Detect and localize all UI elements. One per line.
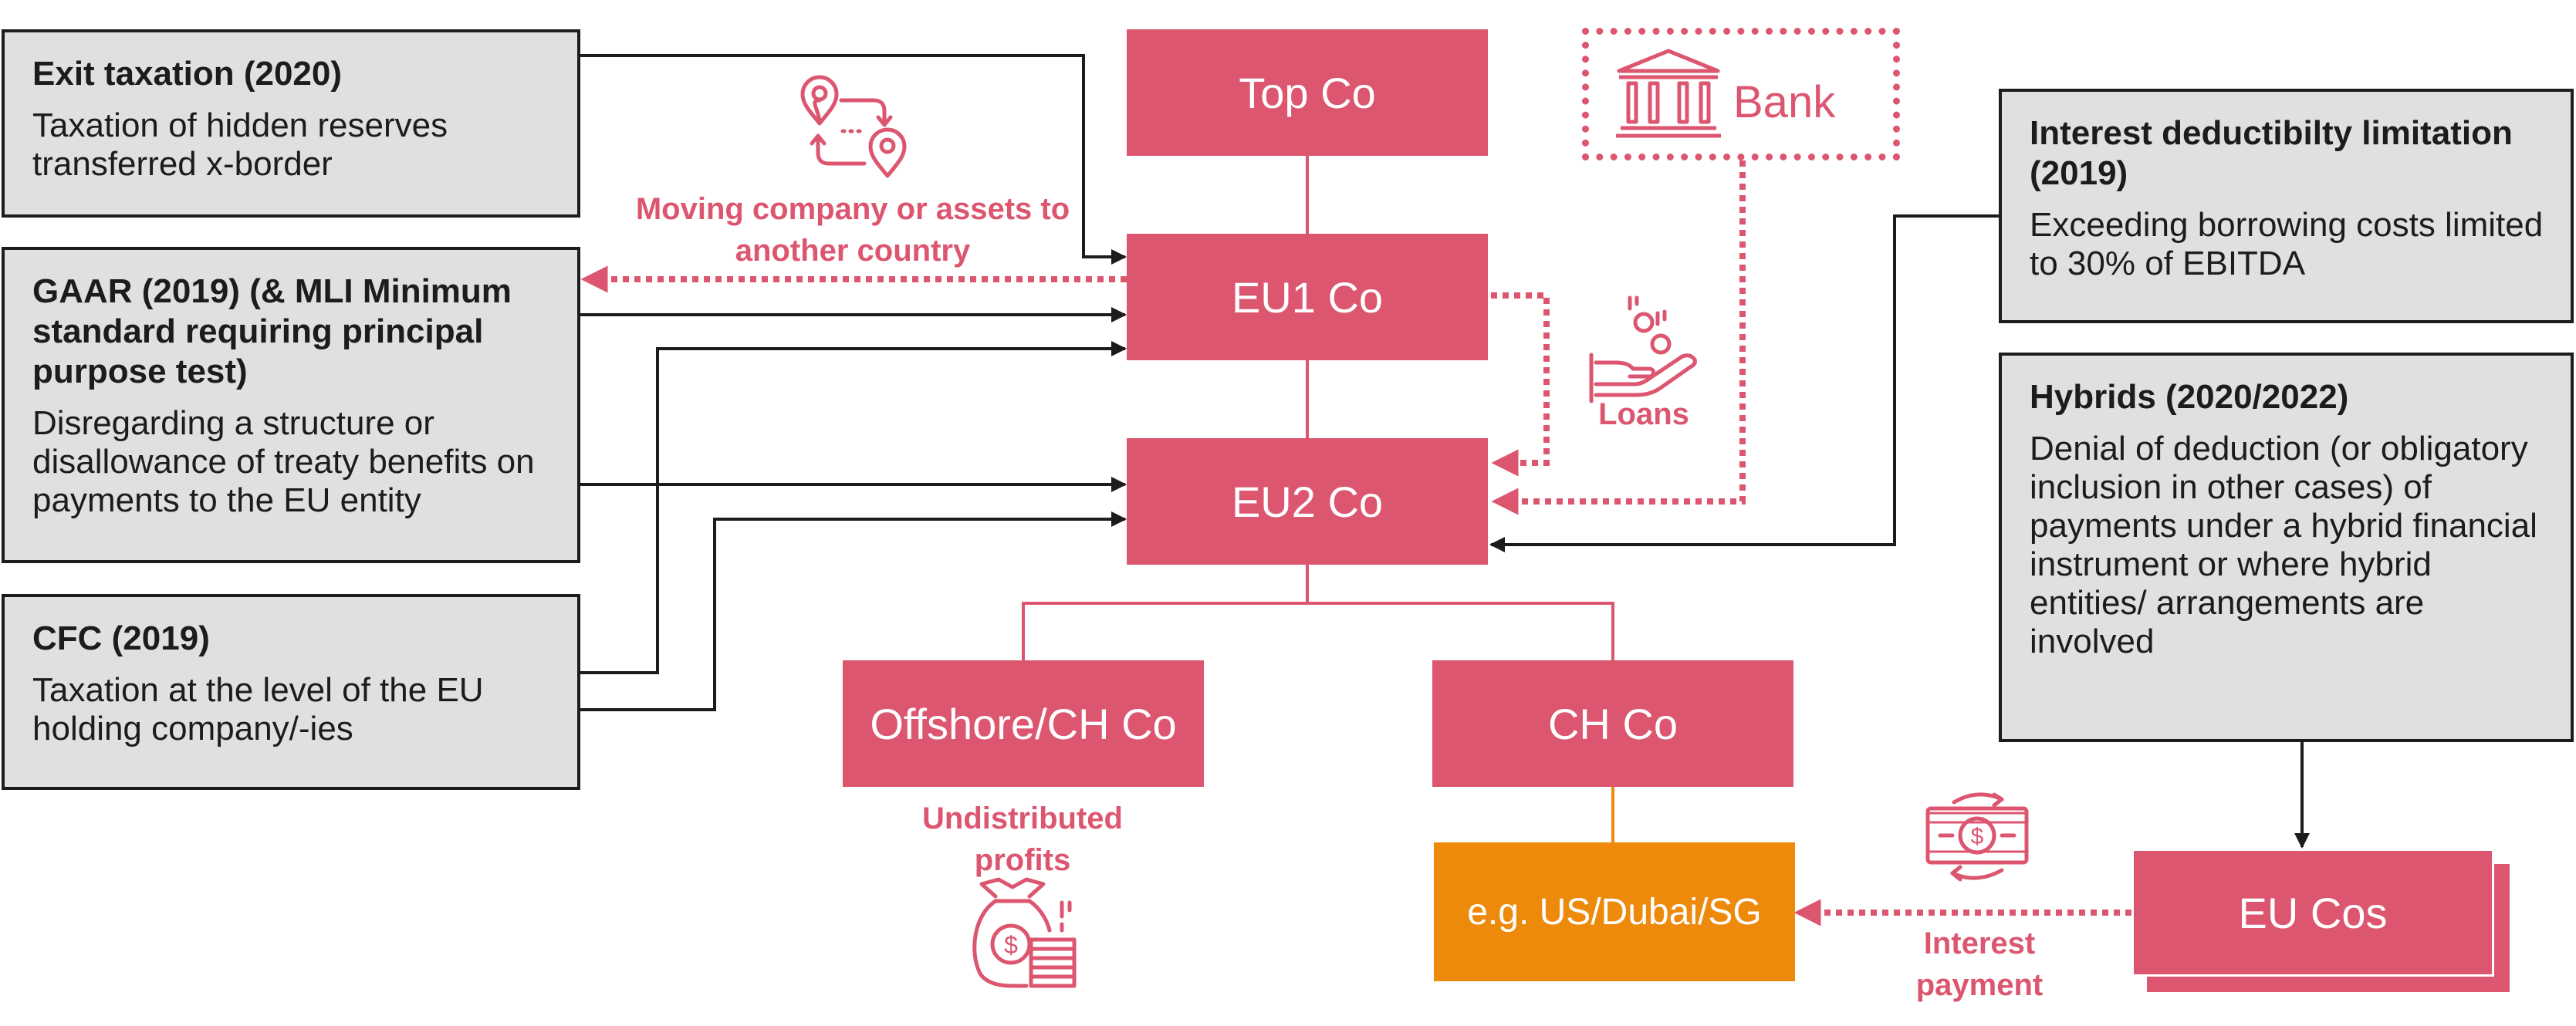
loans-label: Loans [1598,397,1689,431]
top-co-box: Top Co [1127,29,1488,156]
hybrids-title: Hybrids (2020/2022) [2030,378,2349,416]
exit-taxation-title: Exit taxation (2020) [32,55,343,93]
svg-text:$: $ [1004,931,1018,959]
ch-co-box: CH Co [1432,660,1793,787]
interest-limitation-title: Interest deductibilty limitation (2019) [2030,114,2513,192]
arrow-interest-to-eu2 [1489,214,1999,552]
arrow-exit-to-eu1 [580,54,1127,265]
arrow-cfc-to-eu1 [580,341,1127,674]
exit-taxation-box: Exit taxation (2020) Taxation of hidden … [2,29,580,218]
coins-hand-icon [1589,295,1697,403]
hybrids-box: Hybrids (2020/2022) Denial of deduction … [1999,353,2574,742]
cfc-desc: Taxation at the level of the EU holding … [32,671,484,748]
arrow-loans-eu1-to-eu2 [1491,292,1550,477]
location-transfer-icon [800,75,907,178]
hybrids-desc: Denial of deduction (or obligatory inclu… [2030,430,2537,660]
arrow-cfc-to-eu2 [580,511,1127,711]
bank-box [1582,28,1900,160]
arrow-bank-to-eu2 [1491,160,1746,515]
money-bag-coins-icon: $ [972,877,1077,988]
moving-label: Moving company or assets to another coun… [635,192,1070,268]
bank-label: Bank [1733,77,1836,127]
offshore-ch-co-box: Offshore/CH Co [843,660,1204,787]
cfc-title: CFC (2019) [32,619,210,657]
line-eu2-ch [1307,602,1614,662]
cfc-box: CFC (2019) Taxation at the level of the … [2,594,580,790]
eu2-co-box: EU2 Co [1127,438,1488,565]
gaar-title: GAAR (2019) (& MLI Minimum standard requ… [32,272,512,390]
interest-limitation-box: Interest deductibilty limitation (2019) … [1999,89,2574,323]
low-tax-jurisdiction-box: e.g. US/Dubai/SG [1434,842,1795,981]
gaar-box: GAAR (2019) (& MLI Minimum standard requ… [2,247,580,563]
interest-limitation-desc: Exceeding borrowing costs limited to 30%… [2030,206,2544,282]
banknote-exchange-icon: $ [1925,792,2029,882]
eu-cos-box: EU Cos [2131,849,2494,977]
gaar-desc: Disregarding a structure or disallowance… [32,404,535,519]
exit-taxation-desc: Taxation of hidden reserves transferred … [32,106,448,183]
svg-text:$: $ [1971,824,1984,849]
bank-building-icon [1616,49,1721,138]
eu1-co-box: EU1 Co [1127,234,1488,360]
line-eu2-offshore [1022,563,1309,662]
undistributed-profits-label: Undistributed profits [922,802,1123,877]
ownership-lines [1022,156,1614,662]
interest-payment-label: Interest payment [1915,926,2044,1002]
